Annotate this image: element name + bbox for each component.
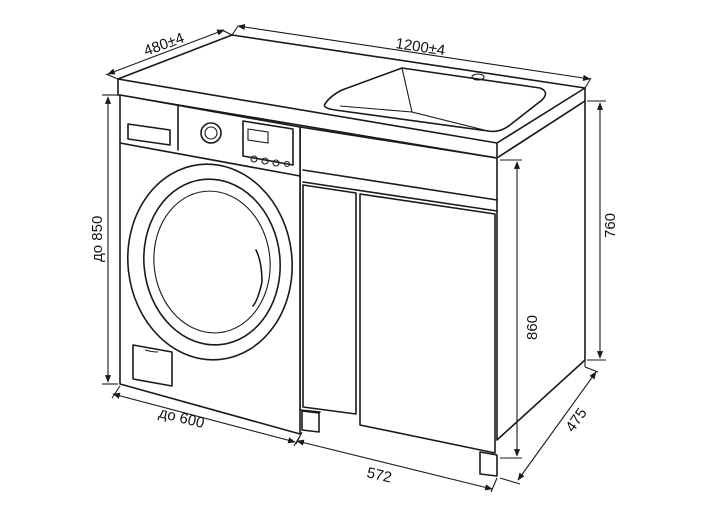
machine-door [127, 163, 293, 361]
leg-right [479, 451, 498, 477]
dim-machine-width-label: до 600 [157, 404, 206, 432]
dim-countertop-width-label: 1200±4 [394, 35, 446, 59]
dim-cabinet-height: 860 [500, 159, 541, 459]
cabinet [299, 100, 586, 477]
display-panel [242, 120, 294, 166]
leg-left [301, 410, 320, 433]
dim-cabinet-width-label: 572 [365, 464, 393, 486]
dim-cabinet-height-label: 860 [524, 315, 541, 340]
dim-total-height: 760 [587, 100, 619, 361]
dim-machine-height: до 850 [89, 94, 118, 385]
washing-machine [119, 94, 301, 435]
detergent-drawer [127, 123, 171, 146]
sink-basin [323, 67, 547, 133]
dim-cabinet-width: 572 [295, 431, 498, 493]
program-knob [200, 122, 222, 144]
dim-cabinet-depth-label: 475 [562, 405, 590, 435]
filter-hatch [132, 344, 173, 387]
door-handle [252, 249, 263, 307]
dim-machine-height-label: до 850 [89, 216, 106, 262]
dim-total-height-label: 760 [602, 213, 619, 238]
